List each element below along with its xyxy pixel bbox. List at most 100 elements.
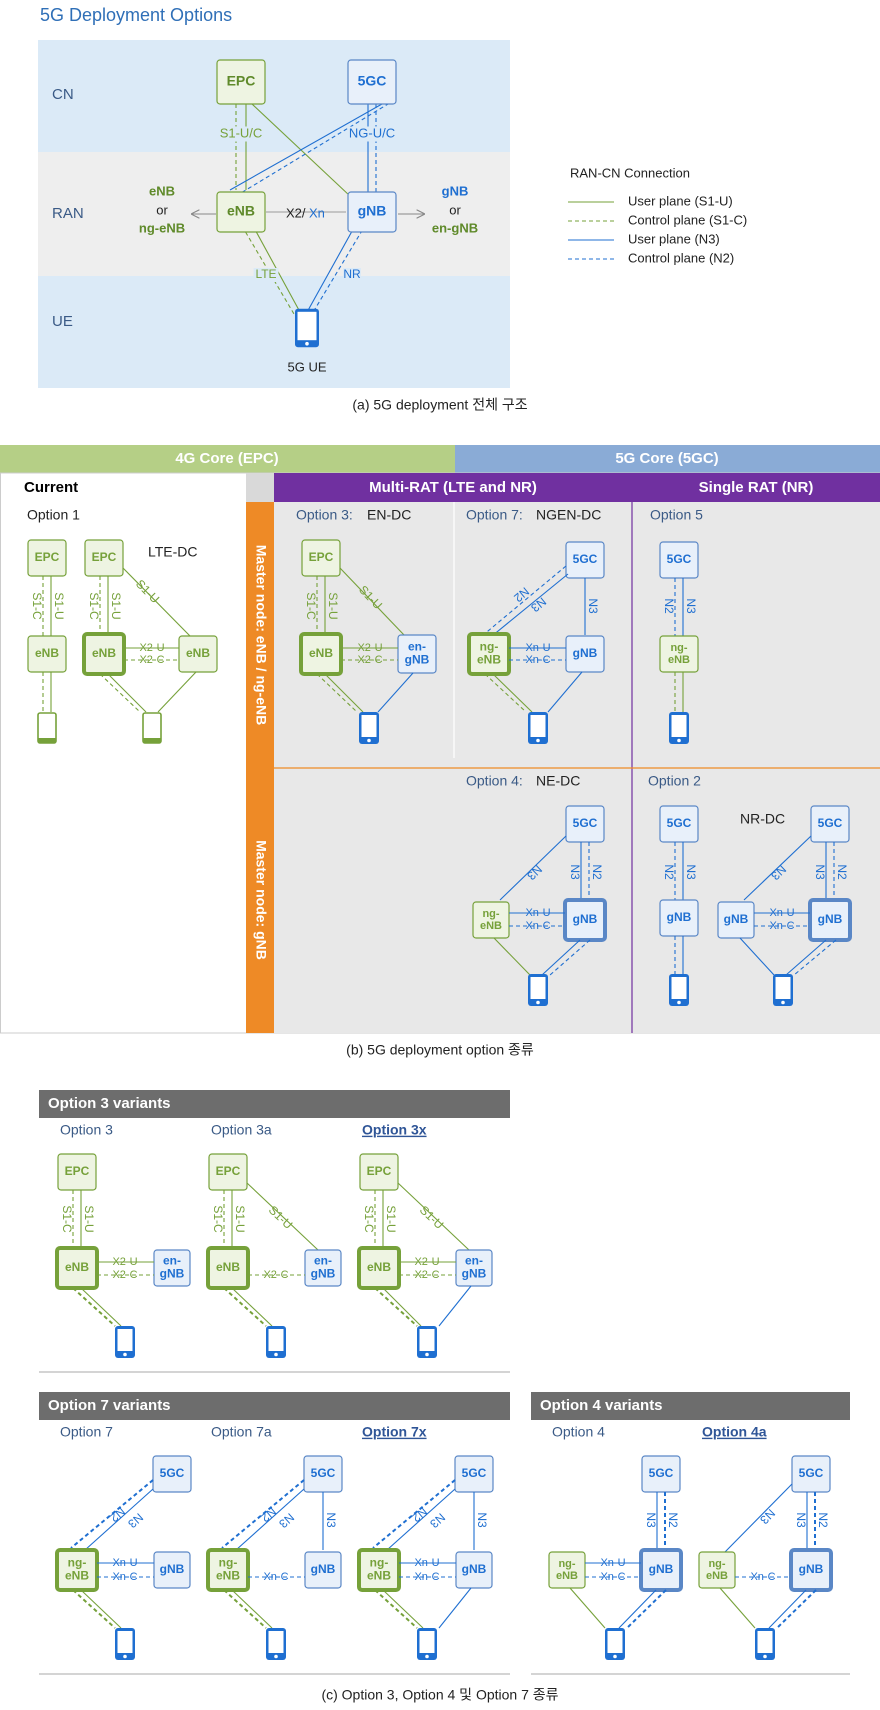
s-lte [157, 671, 197, 713]
link-label: Xn-C [525, 920, 550, 932]
opt4-header-label: Option 4 variants [540, 1397, 663, 1414]
en-gnb-node: en-gNB [304, 1249, 342, 1287]
alt-enb: eNB [149, 183, 175, 198]
link-label: N2 [662, 864, 676, 880]
node-label: gNB [405, 653, 430, 667]
band-label-cn: CN [52, 86, 74, 103]
node-box [810, 805, 850, 843]
node-box [82, 632, 126, 676]
link-label: X2-U [414, 1256, 439, 1268]
lte-u [231, 1287, 273, 1327]
nr-c [626, 1589, 667, 1629]
link-label-text: NG-U/C [349, 125, 395, 140]
node-label: EPC [227, 73, 256, 89]
node-label: 5GC [818, 816, 843, 830]
link-label: X2-U [112, 1256, 137, 1268]
node-box [206, 1548, 250, 1592]
link-label: X2-C [112, 1269, 137, 1281]
lte-phone-icon [37, 712, 57, 744]
ng-enb-node: ng-eNB [472, 901, 510, 939]
lte-c [72, 1287, 116, 1327]
link-label: Xn-U [525, 907, 550, 919]
node-label: 5GC [462, 1466, 487, 1480]
node-box [347, 59, 397, 105]
alt-ng-enb: ng-eNB [139, 220, 185, 235]
nr-c [776, 1589, 817, 1629]
n3 [84, 1488, 154, 1551]
link-label: N3 [586, 598, 600, 614]
node-box [397, 634, 437, 674]
node-label: 5GC [358, 73, 387, 89]
phone-icon [528, 712, 548, 744]
phone-button [677, 1000, 681, 1005]
lte-c [72, 1589, 116, 1629]
page-title: 5G Deployment Options [40, 5, 232, 25]
link-label: Xn-U [112, 1557, 137, 1569]
node-label: EPC [367, 1164, 392, 1178]
5gc-node: 5GC [565, 805, 605, 843]
epc-node: EPC [27, 539, 67, 577]
nr-c [311, 223, 367, 315]
phone-screen [775, 977, 791, 999]
link-label: N3 [794, 1512, 808, 1528]
phone-button [677, 738, 681, 743]
m-lte [484, 673, 527, 713]
phone-button [425, 1654, 429, 1659]
phone-icon [417, 1326, 437, 1358]
multi-rat-bar [274, 473, 632, 502]
node-label: eNB [309, 646, 333, 660]
node-box [208, 1153, 248, 1191]
link-label: N3 [475, 1512, 489, 1528]
node-box [717, 901, 755, 939]
node-label: 5GC [573, 552, 598, 566]
phone-button [536, 1000, 540, 1005]
node-box [359, 1153, 399, 1191]
5gc-node: 5GC [810, 805, 850, 843]
phone-screen [757, 1631, 773, 1653]
node-label: 5GC [311, 1466, 336, 1480]
m-lte2 [324, 673, 364, 713]
node-box [789, 1548, 833, 1592]
node-label: ng- [558, 1558, 575, 1570]
link-label: S1-U [109, 592, 123, 619]
link-label: S1-C [30, 592, 44, 620]
m-lte [99, 673, 141, 713]
5gc-node: 5GC [641, 1455, 681, 1493]
node-label: gNB [799, 1562, 824, 1576]
node-label: en- [465, 1254, 483, 1268]
node-label: ng- [68, 1556, 87, 1570]
node-box [84, 539, 124, 577]
node-label: EPC [216, 1164, 241, 1178]
5gc-node: 5GC [659, 541, 699, 579]
phone-icon [669, 974, 689, 1006]
epc-node: EPC [57, 1153, 97, 1191]
phone-button [536, 738, 540, 743]
gnb-master: gNB [789, 1548, 833, 1592]
opt3-variant-label: Option 3x [362, 1122, 427, 1138]
gnb-master: gNB [563, 898, 607, 942]
band-cn [38, 40, 510, 152]
link-label: S1-U [82, 1205, 96, 1232]
phone-screen [530, 715, 546, 737]
phone-icon [755, 1628, 775, 1660]
n3-ngenb [499, 835, 567, 901]
node-label: 5GC [667, 552, 692, 566]
opt7-header-label: Option 7 variants [48, 1397, 171, 1414]
enb-master: eNB [357, 1246, 401, 1290]
label-bg [347, 126, 397, 142]
link-label: S1-C [60, 1205, 74, 1233]
link-label: Xn-U [525, 642, 550, 654]
link-label: N2 [666, 1512, 680, 1528]
s-nr [547, 671, 583, 713]
phone-button [305, 341, 309, 346]
node-label: ng- [219, 1556, 238, 1570]
phone-screen [671, 715, 687, 737]
node-box [216, 59, 266, 105]
node-box [153, 1551, 191, 1589]
caption-b: (b) 5G deployment option 종류 [346, 1042, 534, 1058]
ng-enb-master: ng-eNB [55, 1548, 99, 1592]
link-label: NR [343, 267, 361, 282]
gnb-node: gNB [347, 191, 397, 233]
node-box [641, 1455, 681, 1493]
link-label: S1-U/C [216, 125, 266, 142]
